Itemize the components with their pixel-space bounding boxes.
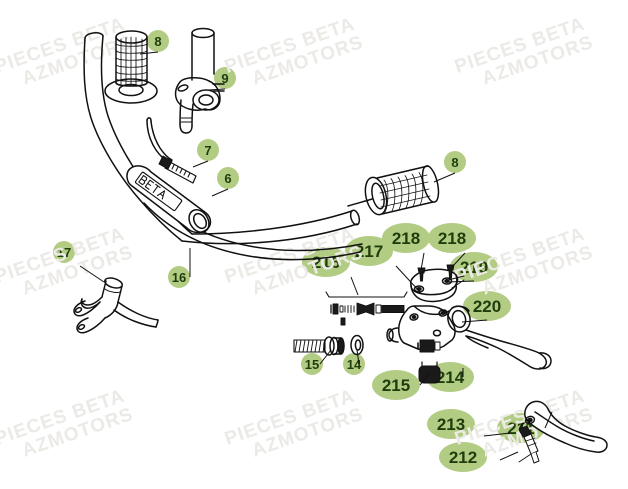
callout-badge-220[interactable]: 220 [463, 291, 511, 321]
throttle-tube-housing-part [174, 27, 225, 134]
handlebar-grip-right-part [364, 165, 440, 216]
handlebar-grip-left-part [104, 30, 158, 104]
leader-line-218a [420, 252, 425, 271]
callout-badge-7[interactable]: 7 [197, 139, 219, 161]
callout-badge-17[interactable]: 17 [53, 241, 75, 263]
callout-badge-216[interactable]: 216 [302, 247, 350, 277]
leader-line-220 [461, 319, 488, 323]
crossbar-pad-part [126, 165, 212, 234]
leader-line-213 [483, 432, 511, 437]
callout-badge-15[interactable]: 15 [301, 353, 323, 375]
callout-badge-215[interactable]: 215 [372, 370, 420, 400]
leader-line-8r [433, 172, 456, 183]
callout-badge-213[interactable]: 213 [427, 409, 475, 439]
leader-line-7 [192, 160, 209, 168]
leader-line-216 [350, 276, 359, 296]
leader-line-215 [419, 371, 431, 386]
callout-badge-14[interactable]: 14 [343, 353, 365, 375]
callout-badge-218b[interactable]: 218 [428, 223, 476, 253]
leader-line-17 [79, 265, 105, 283]
leader-line-15 [319, 349, 332, 365]
callout-badge-219[interactable]: 219 [450, 252, 498, 282]
leader-line-211 [544, 411, 553, 429]
leader-line-14 [356, 349, 360, 365]
callout-badge-212[interactable]: 212 [439, 442, 487, 472]
bolt-and-washer-part [293, 334, 364, 356]
leader-line-219 [447, 280, 475, 283]
leader-line-218b [451, 252, 466, 268]
callout-badge-218a[interactable]: 218 [382, 223, 430, 253]
callout-badge-6[interactable]: 6 [217, 167, 239, 189]
leader-line-6 [211, 188, 229, 197]
leader-line-217 [395, 265, 421, 293]
leader-line-9 [207, 88, 226, 91]
callout-badge-8[interactable]: 8 [147, 30, 169, 52]
callout-badge-8r[interactable]: 8 [444, 151, 466, 173]
callout-badge-16[interactable]: 16 [168, 266, 190, 288]
leader-line-8 [139, 51, 159, 55]
master-cylinder-body-part [386, 305, 552, 370]
leader-line-212 [499, 451, 519, 461]
tie-wrap-strap [158, 155, 197, 184]
clamp-bracket-part [73, 277, 159, 334]
lever-pivot-screw-part [518, 425, 540, 464]
